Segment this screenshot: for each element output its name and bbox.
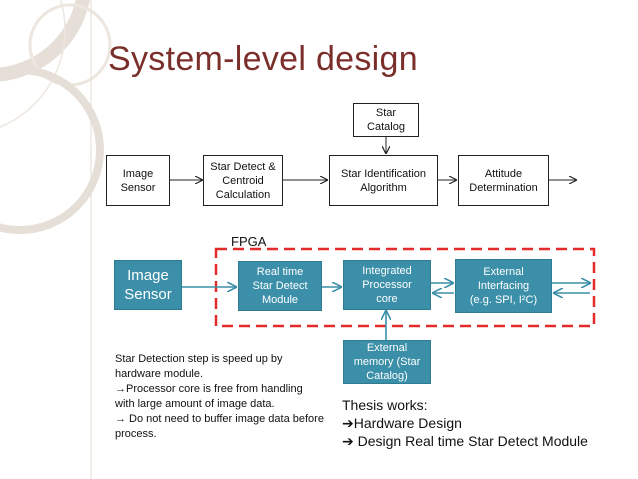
deco-ring-3 <box>0 0 66 128</box>
star-detect-box: Star Detect & Centroid Calculation <box>203 155 283 206</box>
note-line-1: Star Detection step is speed up by hardw… <box>115 353 283 380</box>
realtime-detect-module-box: Real time Star Detect Module <box>238 261 322 311</box>
image-sensor-box: Image Sensor <box>106 155 170 206</box>
star-identification-box: Star Identification Algorithm <box>329 155 438 206</box>
star-detection-notes: Star Detection step is speed up by hardw… <box>115 352 325 442</box>
external-memory-box: External memory (Star Catalog) <box>343 340 431 384</box>
deco-ring-4 <box>0 66 104 234</box>
star-catalog-box: Star Catalog <box>353 103 419 137</box>
thesis-works: Thesis works: ➔Hardware Design ➔ Design … <box>342 396 588 450</box>
thesis-item-realtime: ➔ Design Real time Star Detect Module <box>342 433 588 449</box>
note-line-3: → Do not need to buffer image data befor… <box>115 413 324 440</box>
fpga-image-sensor-box: Image Sensor <box>114 260 182 310</box>
slide-title: System-level design <box>108 40 418 78</box>
note-line-2: →Processor core is free from handling wi… <box>115 383 303 410</box>
thesis-heading: Thesis works: <box>342 397 428 413</box>
external-interfacing-box: External Interfacing (e.g. SPI, I²C) <box>455 259 552 313</box>
attitude-determination-box: Attitude Determination <box>458 155 549 206</box>
thesis-item-hardware: ➔Hardware Design <box>342 415 462 431</box>
processor-core-box: Integrated Processor core <box>343 260 431 310</box>
fpga-label: FPGA <box>231 234 267 249</box>
